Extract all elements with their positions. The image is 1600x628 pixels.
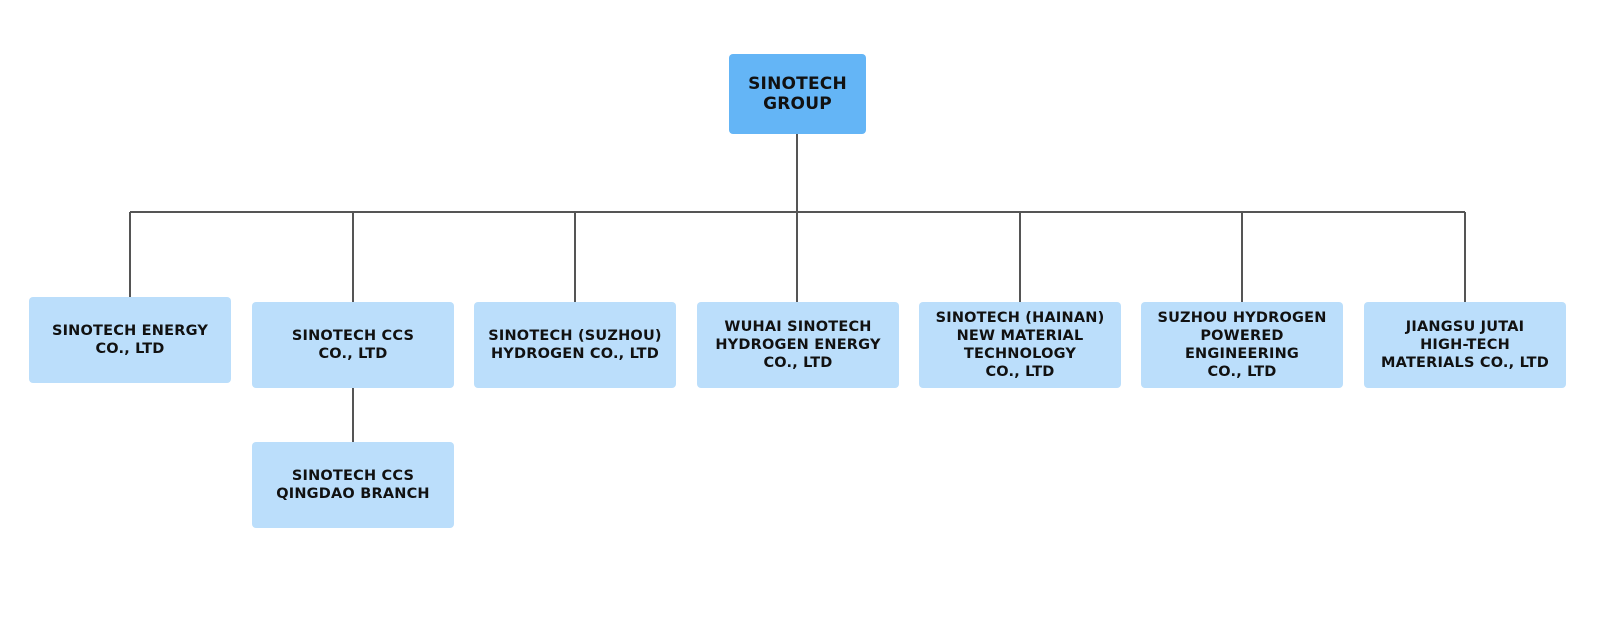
node-label-line: CO., LTD [763,355,833,371]
node-label-line: TECHNOLOGY [963,346,1077,362]
node-label-line: SINOTECH CCS [291,328,415,344]
node-label-line: HIGH-TECH [1420,337,1510,353]
node-label-line: CO., LTD [318,346,388,362]
node-label-line: HYDROGEN CO., LTD [490,346,660,362]
child-node-sinotech-suzhou: SINOTECH (SUZHOU) HYDROGEN CO., LTD [474,302,676,388]
child-node-sinotech-ccs: SINOTECH CCS CO., LTD [252,302,454,388]
node-label-line: SINOTECH [748,74,847,94]
node-label-line: MATERIALS CO., LTD [1381,355,1549,371]
child-node-jiangsu-jutai: JIANGSU JUTAI HIGH-TECH MATERIALS CO., L… [1364,302,1566,388]
root-node-sinotech-group: SINOTECH GROUP [729,54,866,134]
branch-node-sinotech-ccs-qingdao: SINOTECH CCS QINGDAO BRANCH [252,442,454,528]
node-label-line: SUZHOU HYDROGEN [1157,310,1327,326]
node-label-line: SINOTECH CCS [291,468,415,484]
node-label-line: GROUP [763,94,832,114]
child-node-wuhai-sinotech: WUHAI SINOTECH HYDROGEN ENERGY CO., LTD [697,302,899,388]
node-label-line: JIANGSU JUTAI [1405,319,1525,335]
node-label-line: WUHAI SINOTECH [724,319,872,335]
node-label-line: SINOTECH ENERGY [51,323,209,339]
node-label-line: SINOTECH (SUZHOU) [488,328,662,344]
node-label-line: POWERED [1200,328,1284,344]
child-node-sinotech-energy: SINOTECH ENERGY CO., LTD [29,297,231,383]
node-label-line: CO., LTD [95,341,165,357]
child-node-suzhou-hydrogen: SUZHOU HYDROGEN POWERED ENGINEERING CO.,… [1141,302,1343,388]
node-label-line: HYDROGEN ENERGY [715,337,881,353]
node-label-line: NEW MATERIAL [956,328,1084,344]
node-label-line: QINGDAO BRANCH [276,486,430,502]
child-node-sinotech-hainan: SINOTECH (HAINAN) NEW MATERIAL TECHNOLOG… [919,302,1121,388]
node-label-line: CO., LTD [985,364,1055,380]
node-label-line: ENGINEERING [1184,346,1300,362]
node-label-line: CO., LTD [1207,364,1277,380]
node-label-line: SINOTECH (HAINAN) [935,310,1105,326]
